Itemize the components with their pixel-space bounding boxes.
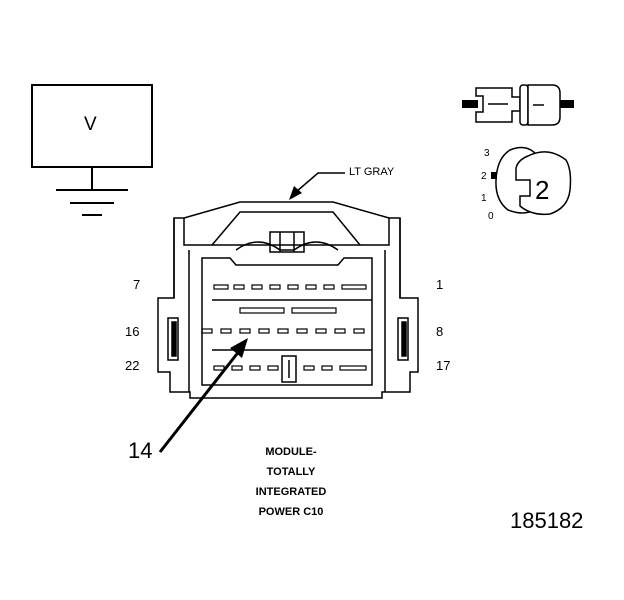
test-probe-icon xyxy=(462,84,574,126)
figure-id: 185182 xyxy=(510,508,584,533)
pin-label-8: 8 xyxy=(436,324,444,339)
pin-label-7: 7 xyxy=(133,277,141,292)
ground-icon xyxy=(56,189,128,216)
voltmeter-symbol xyxy=(31,84,153,190)
scale-label-1: 1 xyxy=(481,193,487,204)
pin-label-17: 17 xyxy=(436,358,451,373)
pin-cavities xyxy=(201,284,367,371)
connector-body xyxy=(157,201,419,399)
module-label-line: POWER C10 xyxy=(258,506,324,518)
callout-number: 14 xyxy=(128,438,153,463)
module-label-line: MODULE- xyxy=(265,446,317,458)
pin-label-16: 16 xyxy=(125,324,140,339)
position-number: 2 xyxy=(535,175,550,205)
pin-label-1: 1 xyxy=(436,277,444,292)
module-label-line: TOTALLY xyxy=(266,466,316,478)
color-leader-arrow xyxy=(289,172,345,200)
module-label: MODULE- TOTALLY INTEGRATED POWER C10 xyxy=(221,442,361,522)
meter-symbol-label: V xyxy=(84,114,97,135)
pin-label-22: 22 xyxy=(125,358,140,373)
connector-color-label: LT GRAY xyxy=(349,166,395,178)
scale-label-0: 0 xyxy=(488,211,494,222)
position-selector-icon xyxy=(491,146,572,216)
scale-label-2: 2 xyxy=(481,171,487,182)
callout-arrow xyxy=(158,338,248,453)
scale-label-3: 3 xyxy=(484,148,490,159)
module-label-line: INTEGRATED xyxy=(255,486,327,498)
